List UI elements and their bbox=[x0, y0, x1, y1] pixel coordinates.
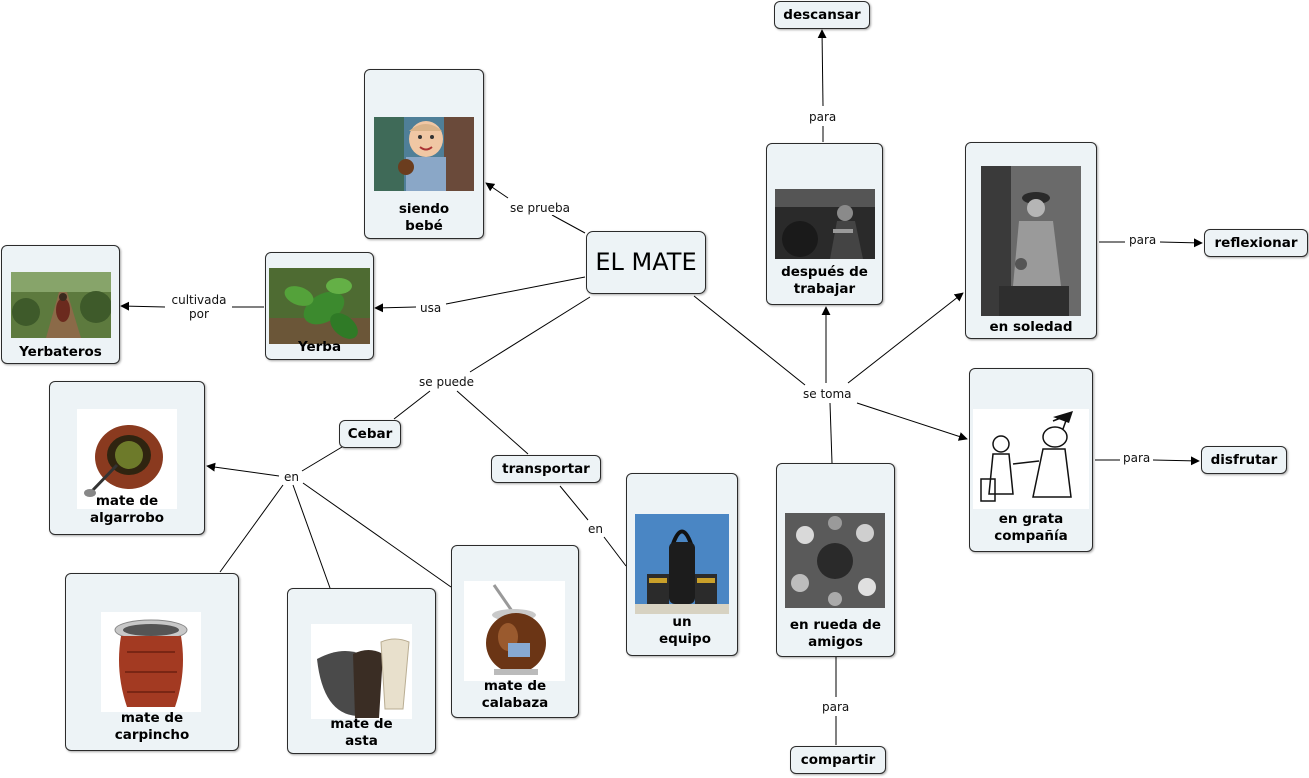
link-label-cultivada: cultivada por bbox=[167, 293, 231, 321]
node-asta[interactable]: mate de asta bbox=[287, 588, 436, 754]
node-yerba[interactable]: Yerba bbox=[265, 252, 374, 360]
node-trabajar[interactable]: después de trabajar bbox=[766, 143, 883, 305]
mate-calabaza-photo bbox=[464, 581, 565, 681]
node-algarrobo-label: mate de algarrobo bbox=[89, 493, 165, 526]
arrow-cultivada-yerbateros bbox=[120, 301, 166, 311]
node-bebe-label: siendo bebé bbox=[398, 201, 450, 234]
link-label-para-descansar: para bbox=[807, 110, 839, 124]
node-trabajar-label: después de trabajar bbox=[781, 264, 868, 297]
node-carpincho-label: mate de carpincho bbox=[114, 710, 190, 743]
line-en-carpincho bbox=[219, 484, 284, 573]
arrow-para-descansar bbox=[817, 29, 827, 107]
line-transportar-en bbox=[559, 485, 589, 521]
line-se-puede-transportar bbox=[456, 390, 529, 455]
line-main-se-prueba bbox=[551, 214, 586, 234]
line-main-se-puede bbox=[469, 296, 591, 373]
arrow-se-toma-compania bbox=[856, 402, 968, 441]
node-algarrobo[interactable]: mate de algarrobo bbox=[49, 381, 205, 535]
arrow-se-prueba-bebe bbox=[485, 182, 509, 199]
line-se-toma-rueda bbox=[829, 402, 833, 464]
node-calabaza[interactable]: mate de calabaza bbox=[451, 545, 579, 718]
line-cebar-en bbox=[301, 446, 343, 472]
node-carpincho[interactable]: mate de carpincho bbox=[65, 573, 239, 751]
link-label-para-disfrutar: para bbox=[1121, 451, 1153, 465]
node-bebe[interactable]: siendo bebé bbox=[364, 69, 484, 239]
soledad-photo bbox=[981, 166, 1081, 316]
node-rueda[interactable]: en rueda de amigos bbox=[776, 463, 895, 657]
compania-drawing bbox=[973, 409, 1089, 509]
node-calabaza-label: mate de calabaza bbox=[481, 678, 549, 711]
mate-asta-photo bbox=[311, 624, 412, 719]
concept-compartir[interactable]: compartir bbox=[790, 746, 886, 774]
main-concept[interactable]: EL MATE bbox=[586, 231, 706, 294]
node-yerbateros[interactable]: Yerbateros bbox=[1, 245, 120, 364]
line-en-calabaza bbox=[302, 482, 452, 588]
link-label-se-toma: se toma bbox=[801, 387, 854, 401]
link-label-en-cebar: en bbox=[282, 470, 301, 484]
mate-carpincho-photo bbox=[101, 612, 201, 712]
yerbateros-photo bbox=[11, 272, 111, 338]
link-label-se-puede: se puede bbox=[417, 375, 477, 389]
link-label-usa: usa bbox=[418, 301, 444, 315]
line-se-puede-cebar bbox=[393, 390, 431, 420]
link-label-se-prueba: se prueba bbox=[508, 201, 572, 215]
concept-descansar[interactable]: descansar bbox=[774, 1, 870, 29]
rueda-amigos-photo bbox=[785, 513, 885, 608]
link-label-para-reflexionar: para bbox=[1127, 233, 1159, 247]
arrow-usa-yerba bbox=[374, 303, 417, 313]
line-en-asta bbox=[292, 484, 331, 589]
node-soledad-label: en soledad bbox=[989, 319, 1073, 335]
arrow-para-reflexionar bbox=[1159, 238, 1203, 248]
arrow-para-disfrutar bbox=[1152, 456, 1200, 466]
baby-photo bbox=[374, 117, 474, 191]
yerba-leaf-photo bbox=[269, 268, 370, 344]
node-compania[interactable]: en grata compañía bbox=[969, 368, 1093, 552]
concept-transportar[interactable]: transportar bbox=[491, 455, 601, 483]
concept-disfrutar[interactable]: disfrutar bbox=[1201, 446, 1287, 474]
main-concept-label: EL MATE bbox=[595, 248, 697, 276]
arrow-se-toma-soledad bbox=[847, 292, 964, 384]
node-compania-label: en grata compañía bbox=[994, 511, 1068, 544]
line-en-equipo bbox=[603, 536, 627, 567]
node-asta-label: mate de asta bbox=[330, 716, 393, 749]
node-equipo[interactable]: un equipo bbox=[626, 473, 738, 656]
node-yerba-label: Yerba bbox=[297, 339, 342, 355]
concept-reflexionar[interactable]: reflexionar bbox=[1204, 229, 1308, 257]
concept-cebar[interactable]: Cebar bbox=[339, 420, 401, 448]
line-main-usa bbox=[445, 276, 586, 305]
node-equipo-label: un equipo bbox=[659, 614, 711, 647]
line-main-se-toma bbox=[693, 295, 806, 386]
link-label-para-compartir: para bbox=[820, 700, 852, 714]
node-rueda-label: en rueda de amigos bbox=[789, 617, 882, 650]
equipo-photo bbox=[635, 514, 729, 614]
arrow-en-algarrobo bbox=[206, 462, 280, 477]
link-label-en-transportar: en bbox=[586, 522, 605, 536]
node-soledad[interactable]: en soledad bbox=[965, 142, 1097, 339]
mate-algarrobo-photo bbox=[77, 409, 177, 509]
node-yerbateros-label: Yerbateros bbox=[19, 344, 102, 360]
trabajador-photo bbox=[775, 189, 875, 259]
